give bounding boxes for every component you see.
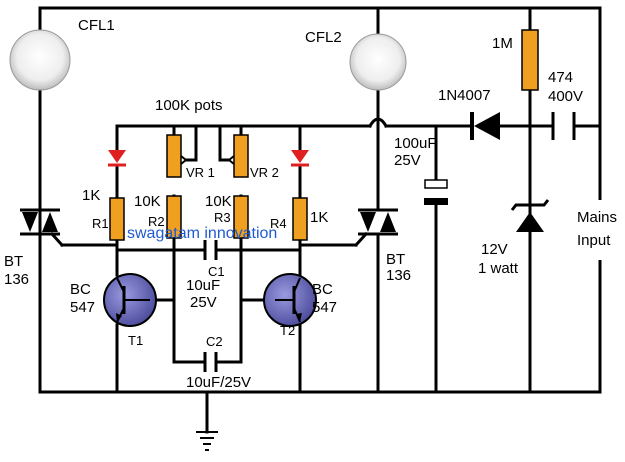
c2-label: C2 <box>206 334 223 349</box>
t1-type-1: BC <box>70 281 91 298</box>
c1-value-2: 25V <box>190 294 217 311</box>
r2-value-label: 10K <box>134 193 161 210</box>
capacitor-474 <box>551 112 576 140</box>
zener-label-2: 1 watt <box>478 260 519 277</box>
r3-value-label: 10K <box>205 193 232 210</box>
mains-label-1: Mains <box>577 209 617 226</box>
triac2-label-2: 136 <box>386 267 411 284</box>
triac1-label-2: 136 <box>4 271 29 288</box>
r2-label: R2 <box>148 214 165 229</box>
triac-bt136-2 <box>353 208 398 248</box>
resistor-r4 <box>292 197 308 241</box>
triac1-label-1: BT <box>4 253 23 270</box>
t1-label: T1 <box>128 333 143 348</box>
cap-main-value-1: 100uF <box>394 135 437 152</box>
pot-vr2 <box>228 134 249 178</box>
led-2 <box>291 150 309 167</box>
c1-value-1: 10uF <box>186 277 220 294</box>
led-1 <box>108 150 126 167</box>
cap-main-value-2: 25V <box>394 152 421 169</box>
zener-12v <box>510 199 550 232</box>
vr1-label: VR 1 <box>186 165 215 180</box>
watermark-text: swagatam innovation <box>127 225 277 242</box>
r4-value-label: 1K <box>310 209 328 226</box>
triac2-label-1: BT <box>386 251 405 268</box>
diode-1n4007 <box>470 112 500 140</box>
t2-type-2: 547 <box>312 299 337 316</box>
cfl2-lamp <box>349 33 407 91</box>
resistor-r3 <box>233 195 249 239</box>
c2-value: 10uF/25V <box>186 374 251 391</box>
capacitor-c2 <box>203 352 218 372</box>
t2-label: T2 <box>280 323 295 338</box>
transistor-t2 <box>263 273 317 327</box>
triac-bt136-1 <box>20 208 65 248</box>
resistor-1m <box>521 29 539 91</box>
r1-label: R1 <box>92 216 109 231</box>
r4-label: R4 <box>270 216 287 231</box>
cap-474-label-2: 400V <box>548 88 583 105</box>
diode-label: 1N4007 <box>438 87 491 104</box>
ground-symbol <box>196 431 218 451</box>
capacitor-100uf <box>424 179 448 205</box>
r3-label: R3 <box>214 210 231 225</box>
resistor-1m-label: 1M <box>492 35 513 52</box>
mains-label-2: Input <box>577 232 611 249</box>
resistor-r1 <box>109 197 125 241</box>
pot-vr1 <box>166 134 187 178</box>
r1-value-label: 1K <box>82 187 100 204</box>
resistor-r2 <box>166 195 182 239</box>
transistor-t1 <box>103 273 157 327</box>
zener-label-1: 12V <box>481 241 508 258</box>
t1-type-2: 547 <box>70 299 95 316</box>
vr2-label: VR 2 <box>250 165 279 180</box>
cfl1-label: CFL1 <box>78 17 115 34</box>
cap-474-label-1: 474 <box>548 69 573 86</box>
cfl2-label: CFL2 <box>305 29 342 46</box>
pots-label: 100K pots <box>155 97 223 114</box>
t2-type-1: BC <box>312 281 333 298</box>
c1-label: C1 <box>208 264 225 279</box>
cfl1-lamp <box>9 29 71 91</box>
capacitor-c1 <box>203 240 218 260</box>
